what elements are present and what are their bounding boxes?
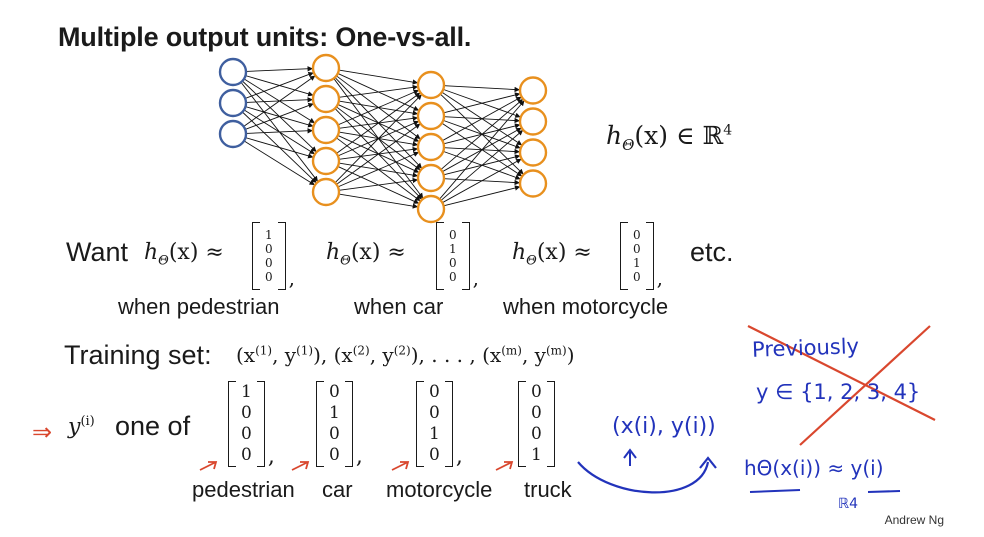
hidden-node xyxy=(311,115,341,145)
up-arrow-stroke xyxy=(623,448,637,466)
hidden-node xyxy=(416,194,446,224)
network-edge xyxy=(338,193,419,209)
hidden-node xyxy=(311,84,341,114)
network-edge xyxy=(243,75,316,127)
yi-symbol: y(i) xyxy=(68,414,95,440)
strike-line xyxy=(747,325,936,421)
one-of-label: one of xyxy=(115,411,191,441)
network-edge xyxy=(440,130,524,201)
hidden-node xyxy=(311,146,341,176)
want-h-2: hΘ(x) ≈ xyxy=(326,240,406,269)
network-edge xyxy=(443,85,520,93)
hidden-node xyxy=(416,163,446,193)
strike-line xyxy=(799,325,931,446)
handwritten-previously: Previously xyxy=(751,334,860,362)
network-edge xyxy=(245,66,313,72)
input-node xyxy=(218,57,248,87)
handwritten-pair: (x(i), y(i)) xyxy=(612,414,716,439)
network-edge xyxy=(243,140,315,186)
network-edge xyxy=(442,158,522,204)
caption-pedestrian: pedestrian xyxy=(192,477,295,502)
hidden-node xyxy=(416,70,446,100)
hidden-node xyxy=(311,177,341,207)
underline-stroke xyxy=(749,489,801,493)
network-edge xyxy=(337,89,419,126)
network-edge xyxy=(439,100,525,200)
red-tick-mark xyxy=(495,461,514,471)
handwritten-approx: hΘ(x(i)) ≈ y(i) xyxy=(744,456,884,480)
network-edge xyxy=(338,69,419,85)
want-h-3: hΘ(x) ≈ xyxy=(512,240,592,269)
hidden-node xyxy=(416,101,446,131)
network-edge xyxy=(245,128,313,134)
input-node xyxy=(218,119,248,149)
network-edge xyxy=(337,151,419,188)
network-edge xyxy=(338,84,419,98)
network-edge xyxy=(338,177,419,191)
caption-when-pedestrian: when pedestrian xyxy=(118,294,280,319)
hypothesis-formula: hΘ(x) ∈ ℝ4 xyxy=(606,121,733,154)
network-edge xyxy=(443,185,521,207)
etc-label: etc. xyxy=(690,237,734,267)
want-h-1: hΘ(x) ≈ xyxy=(144,240,224,269)
network-edge xyxy=(334,94,422,184)
hidden-node xyxy=(416,132,446,162)
caption-when-car: when car xyxy=(354,294,444,319)
training-set-label: Training set: xyxy=(64,340,212,370)
network-edge xyxy=(336,92,421,154)
network-edge xyxy=(245,137,314,159)
handwritten-label-set: y ∈ {1, 2, 3, 4} xyxy=(756,380,921,404)
underline-stroke xyxy=(867,490,901,493)
input-node xyxy=(218,88,248,118)
network-edge xyxy=(440,99,524,170)
red-tick-mark xyxy=(391,461,410,471)
caption-car: car xyxy=(322,477,353,502)
caption-motorcycle: motorcycle xyxy=(386,477,493,502)
network-edge xyxy=(442,96,522,142)
red-tick-mark xyxy=(199,461,218,471)
hidden-node xyxy=(311,53,341,83)
output-node xyxy=(518,76,548,105)
network-edge xyxy=(245,102,314,130)
network-edge xyxy=(245,71,314,99)
red-tick-mark xyxy=(291,461,310,471)
slide-title: Multiple output units: One-vs-all. xyxy=(58,22,472,52)
want-label: Want xyxy=(66,237,129,267)
caption-truck: truck xyxy=(524,477,572,502)
caption-when-motorcycle: when motorcycle xyxy=(503,294,669,319)
network-edge xyxy=(443,92,521,114)
handwritten-r4: ℝ4 xyxy=(838,496,858,512)
output-node xyxy=(518,138,548,167)
curved-arrow-stroke xyxy=(577,456,717,494)
red-arrow-icon: ⇒ xyxy=(32,419,53,446)
output-node xyxy=(518,107,548,136)
network-edge xyxy=(336,123,421,185)
training-set-formula: (x(1), y(1)), (x(2), y(2)), . . . , (x(m… xyxy=(236,343,575,367)
author-signature: Andrew Ng xyxy=(884,513,944,527)
output-node xyxy=(518,169,548,198)
